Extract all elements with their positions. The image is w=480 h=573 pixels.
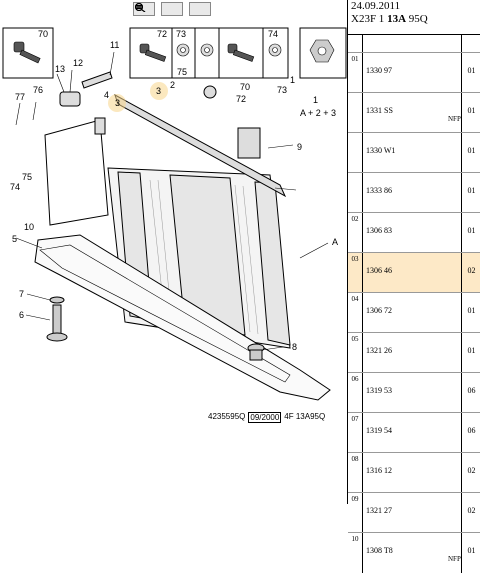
row-index: 07 [348, 413, 363, 453]
part-number: 1316 12 [366, 466, 392, 475]
parts-diagram[interactable]: 70 11 73 72 75 74 12 13 77 76 4 3 2 3 70… [0, 0, 347, 504]
callout-label: 74 [268, 29, 278, 39]
row-index: 06 [348, 373, 363, 413]
callout-label: 72 [236, 94, 246, 104]
callout-label: 11 [110, 40, 119, 50]
callout-label: 76 [33, 85, 43, 95]
callout-label: 75 [22, 172, 32, 182]
callout-label: 2 [170, 80, 175, 90]
part-number: 1306 46 [366, 266, 392, 275]
callout-label: 6 [19, 310, 24, 320]
row-index: 05 [348, 333, 363, 373]
callout-label: 12 [73, 58, 83, 68]
ref-model: 4F 13A95Q [284, 412, 326, 421]
row-quantity: 01 [461, 173, 480, 213]
row-index: 04 [348, 293, 363, 333]
callout-label: 1 [313, 95, 318, 105]
callout-label: 70 [240, 82, 250, 92]
callout-label: 70 [38, 29, 48, 39]
callout-label: A [332, 237, 338, 247]
part-number: 1330 97 [366, 66, 392, 75]
zoom-fit-icon[interactable] [135, 2, 211, 16]
panel-model: X23F 1 13A 95Q [351, 13, 428, 25]
callout-label: 77 [15, 92, 25, 102]
part-number: 1308 T8 [366, 546, 393, 555]
row-quantity: 01 [461, 93, 480, 133]
callout-label: 3 [115, 98, 120, 108]
callout-label: 5 [12, 234, 17, 244]
callout-label: 9 [297, 142, 302, 152]
row-index: 01 [348, 53, 363, 93]
row-quantity: 01 [461, 213, 480, 253]
table-row[interactable]: 1333 86 01 [348, 172, 480, 213]
ref-date: 09/2000 [248, 412, 282, 423]
callout-label: 4 [104, 90, 109, 100]
part-number: 1331 SS [366, 106, 393, 115]
panel-header: 24.09.2011 X23F 1 13A 95Q [348, 0, 480, 34]
row-note: NFP [448, 555, 461, 563]
callout-label: 73 [277, 85, 287, 95]
callout-label: 3 [156, 86, 161, 96]
callout-label: 1 [290, 75, 295, 85]
row-quantity: 02 [461, 493, 480, 533]
part-number: 1306 72 [366, 306, 392, 315]
panel-date: 24.09.2011 [351, 0, 401, 12]
row-index [348, 93, 363, 133]
part-number: 1333 86 [366, 186, 392, 195]
part-number: 1319 54 [366, 426, 392, 435]
callout-label: 8 [292, 342, 297, 352]
panel-header-strip [348, 34, 480, 53]
row-quantity: 02 [461, 453, 480, 493]
row-quantity: 01 [461, 533, 480, 573]
table-row[interactable]: 1330 W1 01 [348, 132, 480, 173]
callout-label: 13 [55, 64, 65, 74]
callout-label: A + 2 + 3 [300, 108, 336, 118]
callout-label: 72 [157, 29, 167, 39]
row-index: 02 [348, 213, 363, 253]
part-number: 1306 83 [366, 226, 392, 235]
ref-code: 4235595Q [208, 412, 246, 421]
callout-label: 75 [177, 67, 187, 77]
row-quantity: 06 [461, 413, 480, 453]
diagram-reference: 4235595Q 09/2000 4F 13A95Q [208, 412, 325, 423]
row-quantity: 02 [461, 253, 480, 293]
row-index [348, 133, 363, 173]
row-index: 10 [348, 533, 363, 573]
row-note: NFP [448, 115, 461, 123]
callout-label: 7 [19, 289, 24, 299]
row-index: 03 [348, 253, 363, 293]
zoom-toolbar [133, 2, 211, 18]
part-number: 1321 27 [366, 506, 392, 515]
row-quantity: 01 [461, 133, 480, 173]
callout-label: 10 [24, 222, 34, 232]
row-quantity: 06 [461, 373, 480, 413]
row-index: 08 [348, 453, 363, 493]
row-quantity: 01 [461, 333, 480, 373]
row-index: 09 [348, 493, 363, 533]
part-number: 1330 W1 [366, 146, 396, 155]
callout-label: 74 [10, 182, 20, 192]
part-number: 1319 53 [366, 386, 392, 395]
callout-label: 73 [176, 29, 186, 39]
row-quantity: 01 [461, 53, 480, 93]
exploded-view-drawing: 70 11 73 72 75 74 12 13 77 76 4 3 2 3 70… [2, 27, 347, 401]
row-index [348, 173, 363, 213]
row-quantity: 01 [461, 293, 480, 333]
part-number: 1321 26 [366, 346, 392, 355]
